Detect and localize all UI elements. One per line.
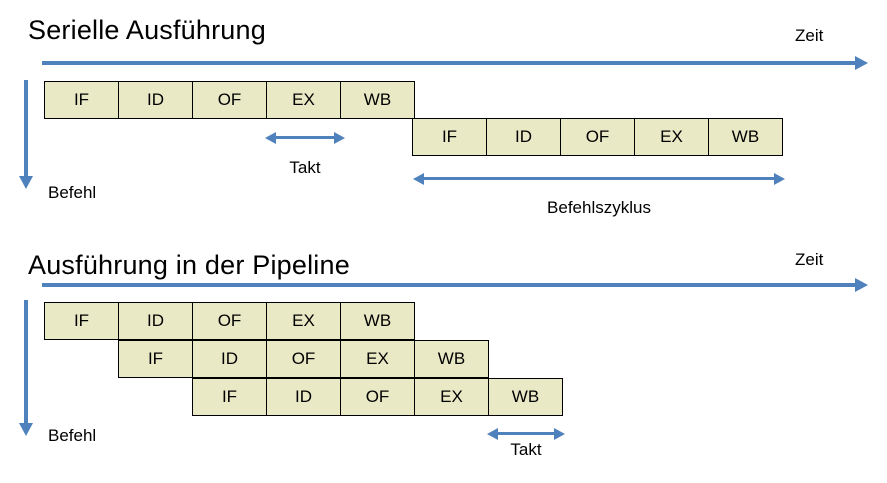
serial-time-axis-arrow (42, 56, 868, 70)
stage-box: EX (266, 302, 341, 340)
pipeline-time-axis-arrow (42, 278, 868, 292)
stage-box: ID (486, 118, 561, 156)
stage-box: IF (412, 118, 487, 156)
stage-box: ID (266, 378, 341, 416)
serial-befehlszyklus-label: Befehlszyklus (547, 198, 651, 217)
stage-box: ID (118, 302, 193, 340)
serial-time-axis-label: Zeit (795, 26, 824, 45)
stage-box: OF (192, 81, 267, 119)
serial-instruction-axis-label: Befehl (48, 183, 97, 202)
serial-instruction-row-1: IF ID OF EX WB (44, 81, 415, 119)
serial-instruction-axis-arrow (19, 80, 33, 189)
pipeline-time-axis-label: Zeit (795, 250, 824, 269)
pipeline-instruction-row-3: IF ID OF EX WB (192, 378, 563, 416)
pipeline-instruction-axis-label: Befehl (48, 426, 97, 445)
pipeline-takt-label: Takt (510, 440, 542, 459)
serial-instruction-row-2: IF ID OF EX WB (412, 118, 783, 156)
pipeline-section-title: Ausführung in der Pipeline (28, 250, 350, 280)
serial-befehlszyklus-measure-arrow (413, 172, 785, 185)
stage-box: EX (340, 340, 415, 378)
pipeline-instruction-row-1: IF ID OF EX WB (44, 302, 415, 340)
stage-box: ID (118, 81, 193, 119)
stage-box: WB (414, 340, 489, 378)
stage-box: ID (192, 340, 267, 378)
serial-takt-label: Takt (289, 158, 321, 177)
stage-box: IF (192, 378, 267, 416)
stage-box: OF (340, 378, 415, 416)
stage-box: OF (266, 340, 341, 378)
pipeline-takt-measure-arrow (487, 427, 565, 440)
stage-box: WB (340, 81, 415, 119)
serial-section-title: Serielle Ausführung (28, 15, 266, 45)
stage-box: WB (340, 302, 415, 340)
stage-box: EX (266, 81, 341, 119)
stage-box: OF (560, 118, 635, 156)
stage-box: IF (44, 302, 119, 340)
stage-box: WB (488, 378, 563, 416)
serial-takt-measure-arrow (265, 131, 345, 144)
stage-box: EX (414, 378, 489, 416)
stage-box: IF (44, 81, 119, 119)
stage-box: WB (708, 118, 783, 156)
stage-box: EX (634, 118, 709, 156)
pipeline-instruction-row-2: IF ID OF EX WB (118, 340, 489, 378)
stage-box: IF (118, 340, 193, 378)
pipeline-instruction-axis-arrow (19, 300, 33, 436)
stage-box: OF (192, 302, 267, 340)
